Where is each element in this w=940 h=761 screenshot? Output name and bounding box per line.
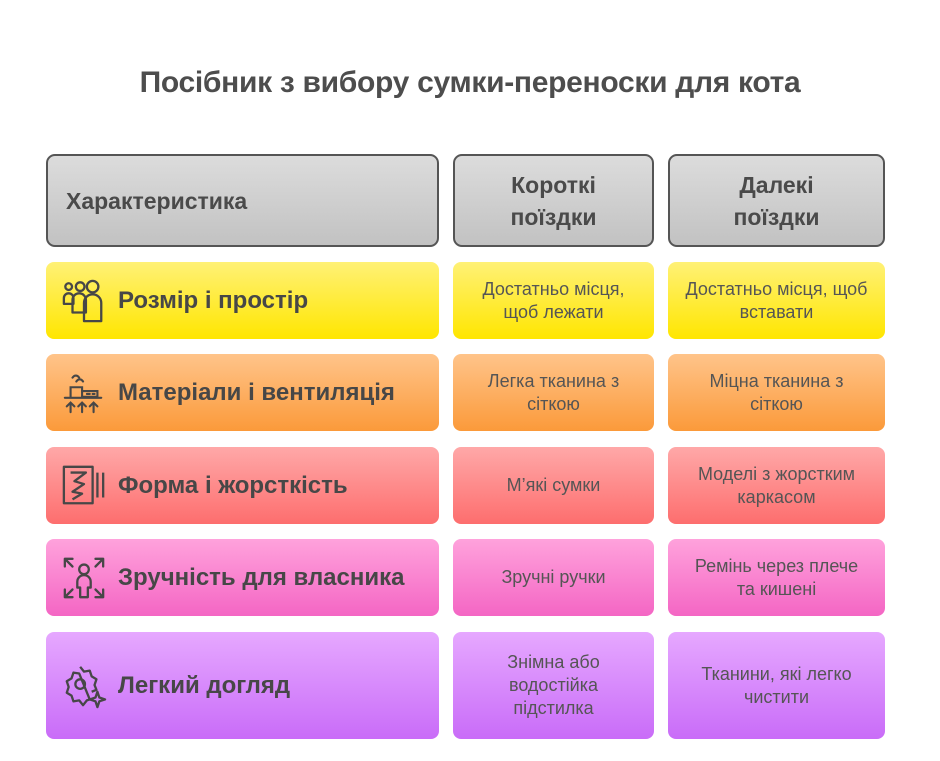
feature-shape-rigidity: Форма і жорсткість <box>46 447 439 524</box>
long-trip-value: Достатньо місця, щоб вставати <box>668 262 885 339</box>
short-trip-value: Зручні ручки <box>453 539 654 616</box>
feature-label: Форма і жорсткість <box>118 471 348 499</box>
header-characteristic-label: Характеристика <box>66 187 248 214</box>
page-title: Посібник з вибору сумки-переноски для ко… <box>139 66 801 99</box>
feature-owner-convenience: Зручність для власника <box>46 539 439 616</box>
header-short-trips-label: Короткі поїздки <box>510 171 597 230</box>
short-trip-value: Достатньо місця, щоб лежати <box>453 262 654 339</box>
long-trip-value: Тканини, які легко чистити <box>668 632 885 739</box>
people-group-icon <box>60 277 108 325</box>
gear-sparkle-icon <box>60 662 108 710</box>
header-characteristic: Характеристика <box>46 154 439 247</box>
feature-materials-ventilation: Матеріали і вентиляція <box>46 354 439 431</box>
short-trip-value: М’які сумки <box>453 447 654 524</box>
long-trip-value: Моделі з жорстким каркасом <box>668 447 885 524</box>
feature-size-space: Розмір і простір <box>46 262 439 339</box>
feature-label: Матеріали і вентиляція <box>118 378 395 406</box>
rigid-frame-icon <box>60 462 108 510</box>
feature-easy-care: Легкий догляд <box>46 632 439 739</box>
feature-label: Зручність для власника <box>118 563 405 591</box>
header-short-trips: Короткі поїздки <box>453 154 654 247</box>
ventilation-icon <box>60 369 108 417</box>
feature-label: Легкий догляд <box>118 671 291 699</box>
short-trip-value: Легка тканина з сіткою <box>453 354 654 431</box>
header-long-trips-label: Далекі поїздки <box>733 171 820 230</box>
long-trip-value: Ремінь через плече та кишені <box>668 539 885 616</box>
long-trip-value: Міцна тканина з сіткою <box>668 354 885 431</box>
user-expand-icon <box>60 554 108 602</box>
feature-label: Розмір і простір <box>118 286 309 314</box>
header-long-trips: Далекі поїздки <box>668 154 885 247</box>
short-trip-value: Знімна або водостійка підстилка <box>453 632 654 739</box>
